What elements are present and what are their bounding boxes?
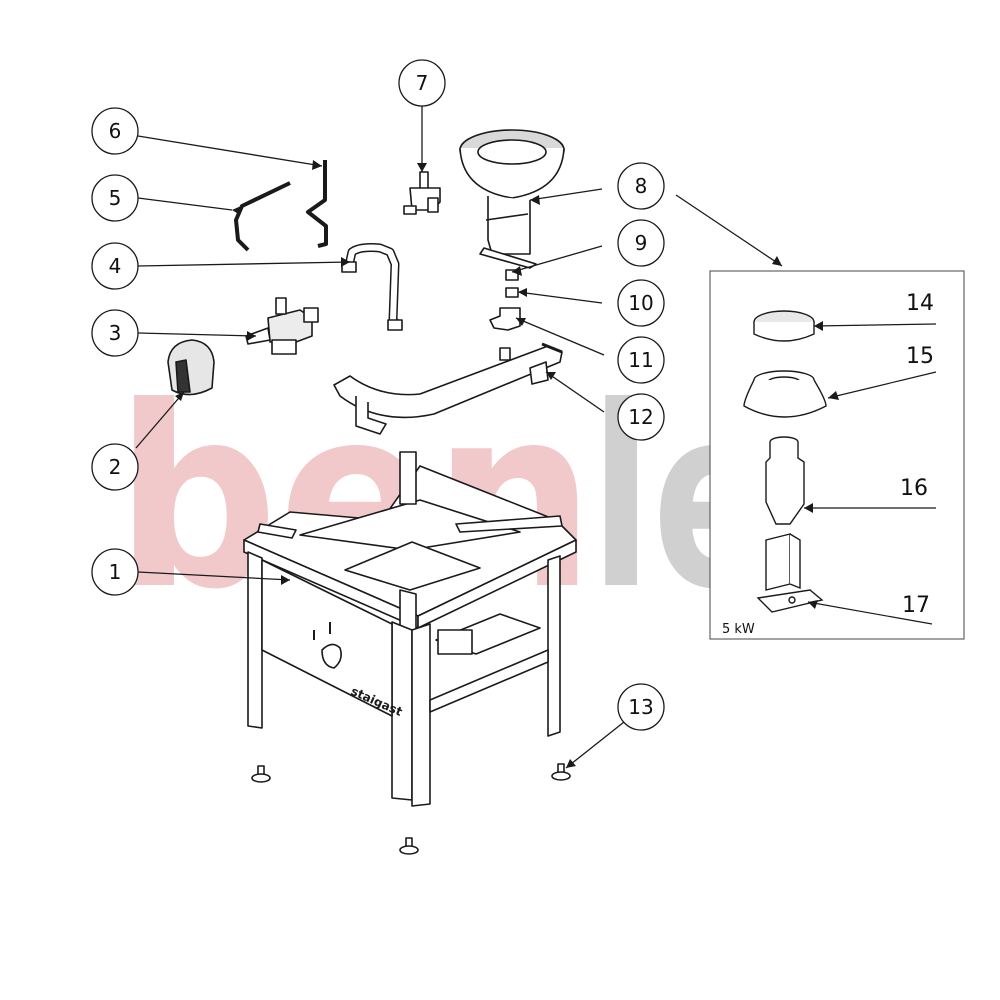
callout-2: 2 — [91, 443, 139, 491]
callout-12: 12 — [617, 393, 665, 441]
inset-leaders — [804, 323, 937, 625]
part-6-bracket — [306, 160, 328, 248]
part-2-knob — [167, 339, 215, 396]
svg-text:7: 7 — [416, 71, 429, 95]
callout-leaders — [135, 106, 783, 769]
inset-label-17: 17 — [902, 593, 930, 618]
svg-text:10: 10 — [628, 291, 653, 315]
part-10-nut — [505, 287, 519, 298]
part-4-gas-pipe — [341, 243, 403, 331]
inset-label-14: 14 — [906, 291, 934, 316]
callout-1: 1 — [91, 548, 139, 596]
svg-text:3: 3 — [109, 321, 122, 345]
part-13-foot — [399, 837, 419, 855]
callout-bubbles: 1 2 3 4 5 6 7 8 — [91, 59, 665, 731]
part-12-manifold-pipe — [333, 342, 563, 435]
callout-4: 4 — [91, 242, 139, 290]
inset-arrowheads — [804, 321, 839, 609]
svg-text:4: 4 — [109, 254, 122, 278]
part-11-elbow — [489, 307, 521, 331]
inset-label-16: 16 — [900, 476, 928, 501]
svg-text:13: 13 — [628, 695, 653, 719]
parts: staigast — [167, 129, 577, 855]
inset-label-15: 15 — [906, 344, 934, 369]
part-8-burner — [459, 129, 565, 269]
svg-text:8: 8 — [635, 174, 648, 198]
part-9-nozzle — [505, 269, 519, 281]
callout-9: 9 — [617, 219, 665, 267]
callout-8: 8 — [617, 162, 665, 210]
svg-text:1: 1 — [109, 560, 122, 584]
callout-7: 7 — [398, 59, 446, 107]
inset-part-14-cap — [753, 310, 815, 342]
inset-part-16-body — [765, 436, 805, 525]
svg-text:6: 6 — [109, 119, 122, 143]
svg-text:2: 2 — [109, 455, 122, 479]
callout-10: 10 — [617, 279, 665, 327]
part-1-stand — [243, 451, 577, 807]
inset-part-17-bracket — [756, 533, 824, 613]
part-13-foot — [251, 765, 271, 783]
callout-11: 11 — [617, 336, 665, 384]
inset-frame — [709, 270, 965, 640]
callout-6: 6 — [91, 107, 139, 155]
part-3-gas-valve — [245, 297, 319, 355]
burner-detail-inset: 14 15 16 17 5 kW — [709, 270, 965, 640]
inset-part-15-crown — [743, 370, 827, 418]
svg-text:9: 9 — [635, 231, 648, 255]
part-13-foot — [551, 763, 571, 781]
svg-text:12: 12 — [628, 405, 653, 429]
callout-13: 13 — [617, 683, 665, 731]
callout-arrowheads — [175, 160, 782, 768]
inset-parts — [743, 310, 827, 613]
svg-text:5: 5 — [109, 186, 122, 210]
svg-text:11: 11 — [628, 348, 653, 372]
inset-power-rating: 5 kW — [722, 622, 755, 637]
callout-5: 5 — [91, 174, 139, 222]
part-7-pilot-burner — [403, 171, 441, 215]
callout-3: 3 — [91, 309, 139, 357]
part-5-tube — [234, 181, 291, 252]
